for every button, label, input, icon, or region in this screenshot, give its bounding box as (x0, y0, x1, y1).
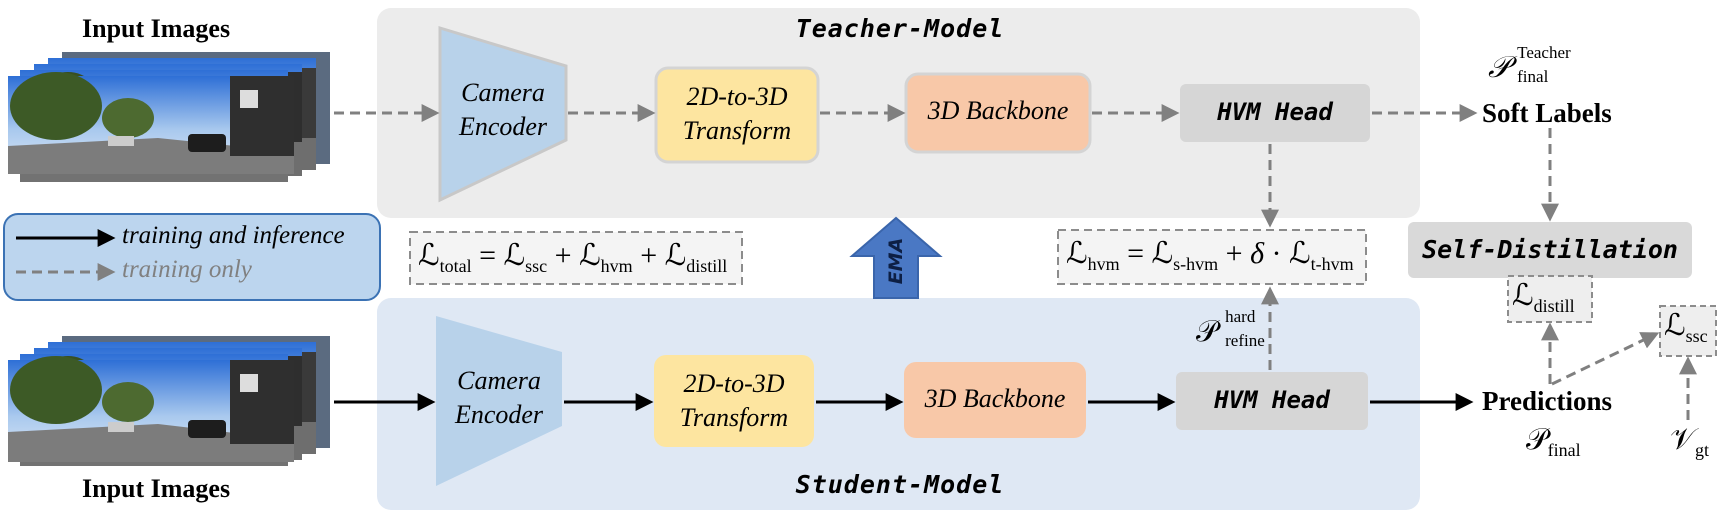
student-backbone-block (904, 362, 1086, 438)
total-loss-term2-sub: hvm (600, 256, 633, 276)
student-input-image-stack (8, 336, 330, 466)
total-loss-term3-sub: distill (686, 256, 728, 276)
hvm-loss-equation: ℒhvm = ℒs-hvm + δ · ℒt-hvm (1066, 236, 1354, 274)
teacher-backbone-block (904, 72, 1092, 154)
legend-dashed-label: training only (122, 256, 252, 283)
teacher-transform-line2: Transform (682, 116, 792, 145)
student-head-label: HVM Head (1214, 386, 1330, 414)
arrow-predictions-to-ssc (1551, 332, 1660, 386)
student-transform-line2: Transform (679, 403, 789, 432)
teacher-transform-line1: 2D-to-3D (686, 82, 788, 111)
predictions-label: Predictions (1482, 386, 1612, 416)
teacher-encoder-label: Camera Encoder (440, 76, 566, 144)
total-loss-box (409, 231, 743, 285)
hvm-loss-box (1057, 229, 1367, 285)
input-images-top-label: Input Images (82, 14, 231, 43)
student-backbone-label: 3D Backbone (924, 384, 1066, 413)
teacher-encoder-line1: Camera (461, 78, 545, 107)
student-model-title: Student-Model (795, 470, 1005, 499)
student-encoder-label: Camera Encoder (436, 364, 562, 432)
ssc-loss-box (1659, 305, 1717, 357)
distill-loss-sub: distill (1533, 296, 1575, 316)
teacher-p-final: 𝒫 Teacher final (1488, 43, 1571, 87)
teacher-head-label: HVM Head (1217, 98, 1333, 126)
total-loss-lhs-sub: total (439, 256, 472, 276)
distill-loss-box (1507, 275, 1593, 323)
ssc-loss-text: ℒssc (1664, 308, 1708, 346)
teacher-transform-label: 2D-to-3D Transform (656, 80, 818, 148)
ema-label: EMA (885, 237, 907, 285)
hard-refine-sup: hard (1225, 307, 1256, 327)
teacher-encoder-line2: Encoder (458, 112, 548, 141)
hard-refine-sub: refine (1225, 331, 1265, 351)
hvm-loss-term1-sub: s-hvm (1173, 254, 1219, 274)
gt-voxel-sub: gt (1695, 440, 1710, 460)
distill-loss-text: ℒdistill (1512, 278, 1575, 316)
predictions-p-sub: final (1547, 440, 1581, 460)
student-transform-line1: 2D-to-3D (683, 369, 785, 398)
soft-labels-label: Soft Labels (1482, 98, 1612, 128)
student-transform-label: 2D-to-3D Transform (654, 367, 814, 435)
hvm-loss-lhs-sub: hvm (1087, 254, 1120, 274)
student-transform-block (654, 355, 814, 447)
hvm-loss-delta: δ (1250, 237, 1265, 270)
student-encoder-block (436, 316, 562, 486)
student-encoder-line1: Camera (457, 366, 541, 395)
predictions-p-final: 𝒫final (1526, 422, 1581, 460)
teacher-encoder-block (438, 25, 568, 203)
self-distillation-box (1408, 222, 1692, 278)
teacher-backbone-label: 3D Backbone (927, 96, 1069, 125)
legend-solid-label: training and inference (122, 222, 345, 249)
teacher-model-title: Teacher-Model (795, 14, 1005, 43)
student-encoder-line2: Encoder (454, 400, 544, 429)
hard-refine-p: 𝒫 hard refine (1196, 307, 1265, 351)
teacher-head-block (1180, 84, 1370, 142)
ssc-loss-sub: ssc (1685, 326, 1708, 346)
self-distillation-label: Self-Distillation (1422, 235, 1678, 264)
input-images-bottom-label: Input Images (82, 474, 231, 503)
total-loss-term1-sub: ssc (525, 256, 548, 276)
teacher-transform-block (654, 66, 820, 164)
gt-voxel: 𝒱gt (1670, 422, 1710, 460)
total-loss-equation: ℒtotal = ℒssc + ℒhvm + ℒdistill (418, 238, 728, 276)
teacher-p-sup: Teacher (1517, 43, 1571, 63)
hvm-loss-term2-sub: t-hvm (1310, 254, 1354, 274)
ema-arrow (849, 216, 943, 299)
teacher-input-image-stack (8, 52, 330, 182)
student-head-block (1176, 372, 1368, 430)
teacher-p-sub: final (1517, 67, 1549, 87)
